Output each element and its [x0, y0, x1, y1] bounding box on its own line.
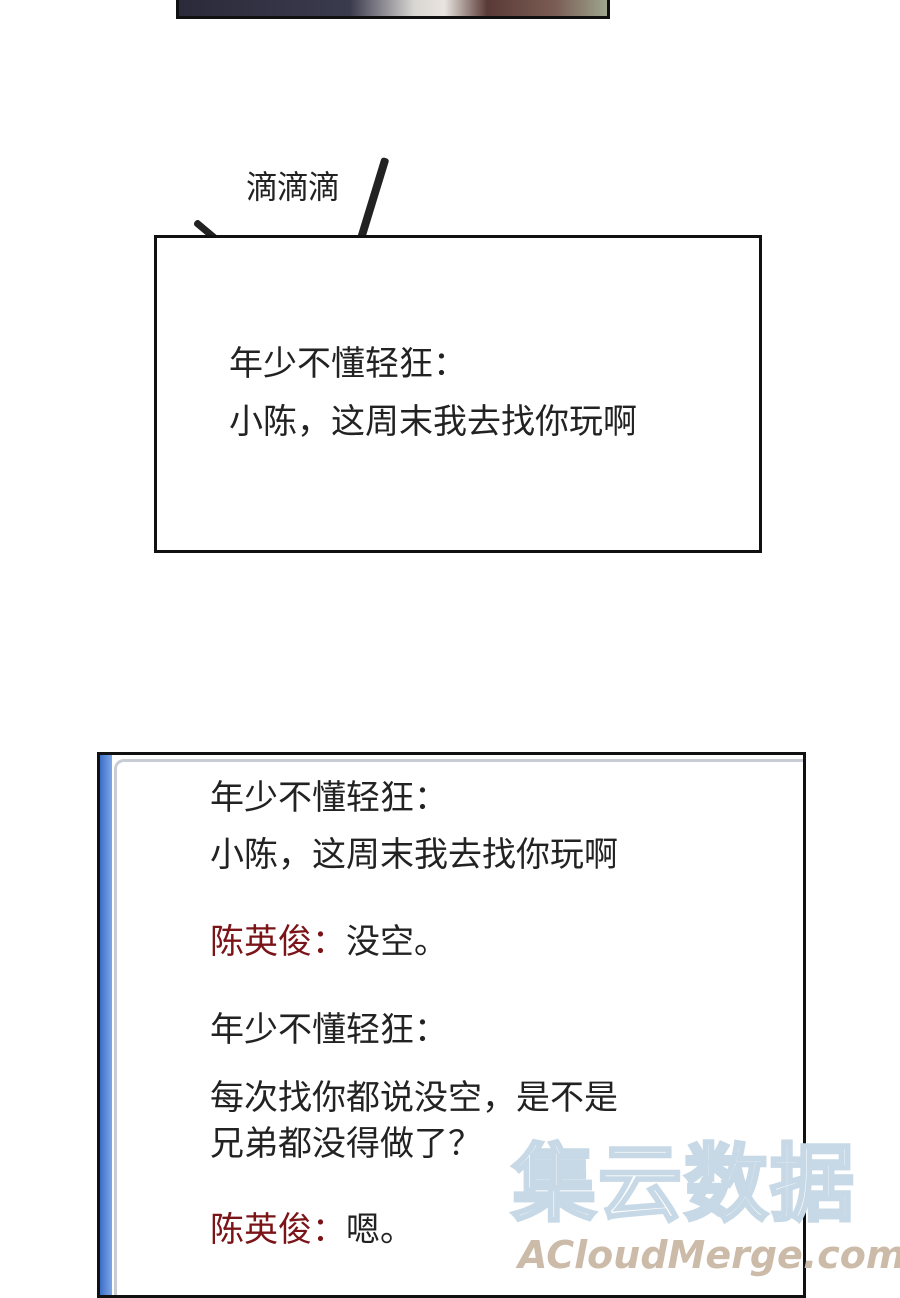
previous-comic-panel: [176, 0, 610, 19]
message-text: 嗯。: [346, 1210, 414, 1250]
message-text: 每次找你都说没空，是不是: [210, 1078, 618, 1118]
sound-effect-text: 滴滴滴: [246, 168, 340, 206]
watermark-logo: 集云数据: [510, 1135, 857, 1233]
sender-name: 年少不懂轻狂：: [210, 778, 448, 818]
watermark-url: ACloudMerge.com: [518, 1233, 900, 1277]
sender-name: 年少不懂轻狂：: [229, 344, 467, 384]
chat-message-panel: 年少不懂轻狂： 小陈，这周末我去找你玩啊: [154, 235, 762, 553]
sender-name: 年少不懂轻狂：: [210, 1010, 448, 1050]
chat-message: 陈英俊：没空。: [210, 922, 448, 962]
message-text: 小陈，这周末我去找你玩啊: [229, 402, 637, 442]
window-frame-bar: [100, 755, 112, 1295]
chat-message: 陈英俊：嗯。: [210, 1210, 414, 1250]
message-text: 没空。: [346, 922, 448, 962]
message-text: 小陈，这周末我去找你玩啊: [210, 835, 618, 875]
sender-name: 陈英俊：: [210, 922, 346, 962]
message-text: 兄弟都没得做了？: [210, 1124, 482, 1164]
chat-window: 年少不懂轻狂： 小陈，这周末我去找你玩啊 陈英俊：没空。 年少不懂轻狂： 每次找…: [97, 752, 806, 1298]
sender-name: 陈英俊：: [210, 1210, 346, 1250]
chat-history: 年少不懂轻狂： 小陈，这周末我去找你玩啊 陈英俊：没空。 年少不懂轻狂： 每次找…: [114, 759, 803, 1295]
